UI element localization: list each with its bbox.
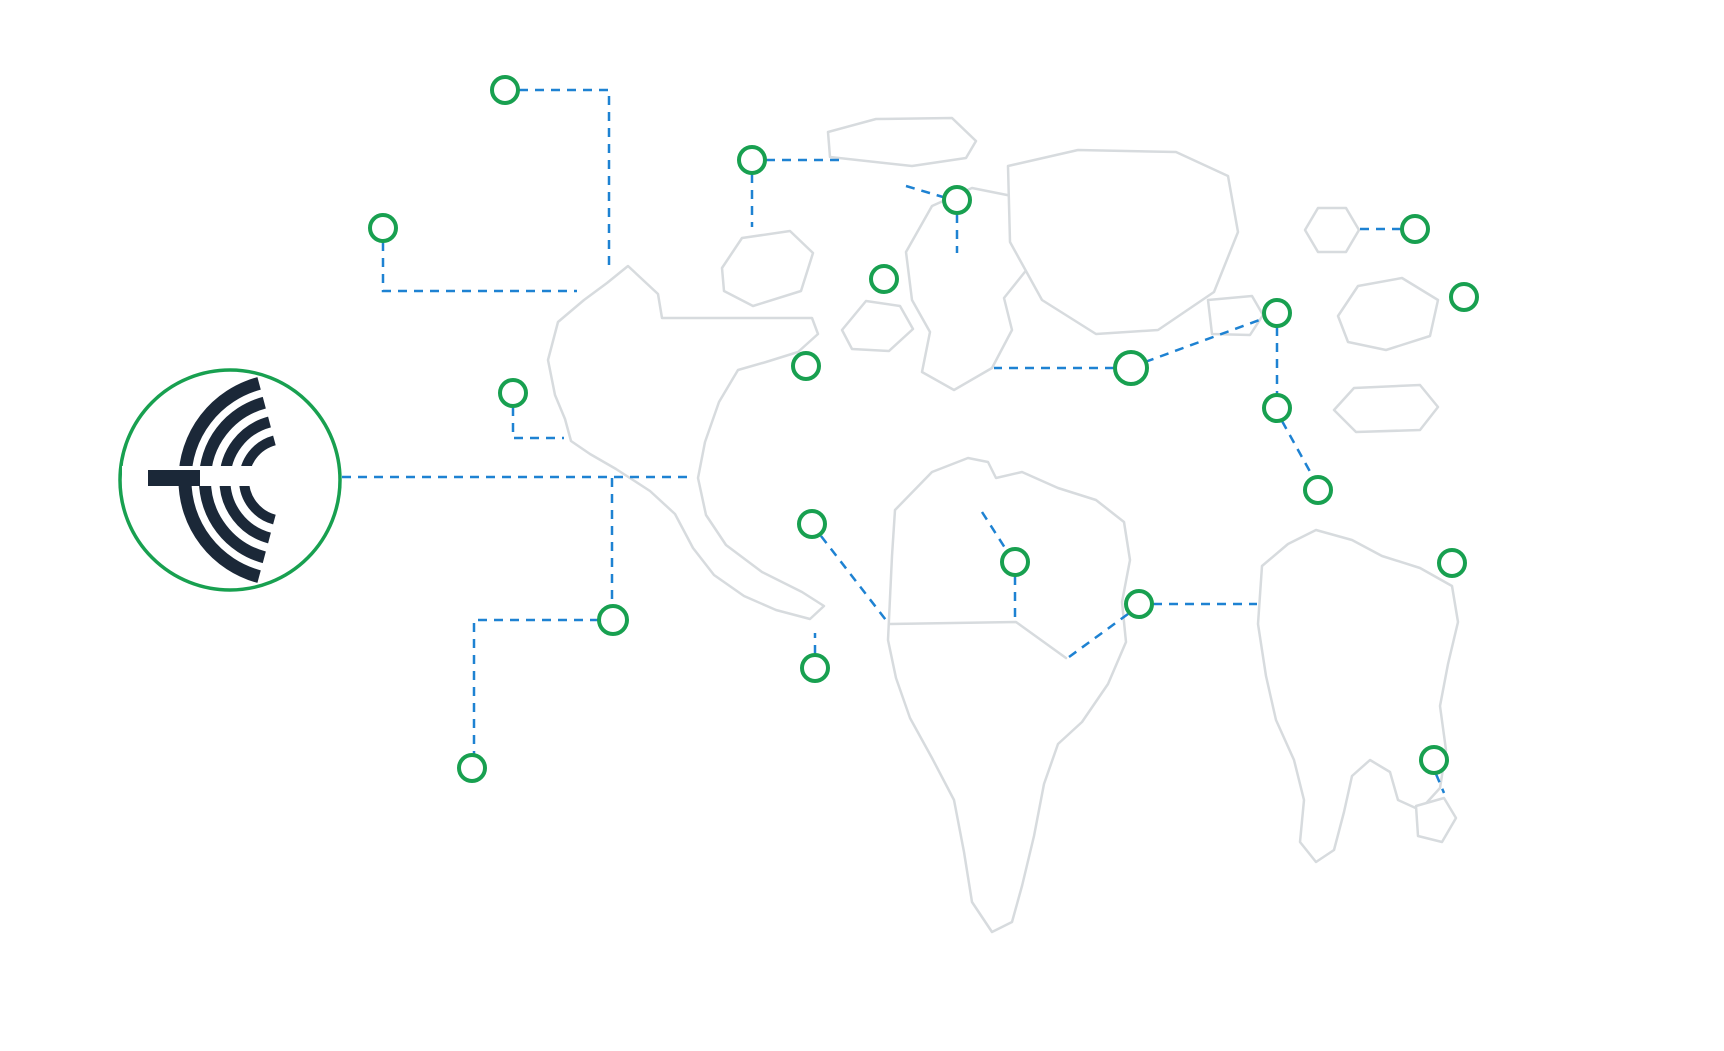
connection-e16	[820, 535, 890, 625]
map-node-n16	[1124, 589, 1154, 619]
map-node-n07	[791, 351, 821, 381]
map-shape-asia-main	[1006, 148, 1240, 336]
map-node-n04	[737, 145, 767, 175]
map-shape-central-continent	[886, 456, 1132, 934]
brand-logo-layer	[118, 368, 342, 592]
map-node-n20	[1437, 548, 1467, 578]
map-node-n05	[942, 185, 972, 215]
map-node-n11	[1449, 282, 1479, 312]
map-shape-greenland	[826, 116, 978, 168]
map-shape-uk-island	[720, 229, 815, 308]
map-node-n12	[1262, 393, 1292, 423]
connection-e03	[472, 618, 599, 754]
map-node-n06	[869, 264, 899, 294]
connection-e12	[1144, 316, 1266, 364]
connection-e17	[980, 511, 1009, 552]
map-shape-europe-main	[904, 186, 1034, 392]
map-node-n18	[800, 653, 830, 683]
connection-e19	[1068, 612, 1129, 659]
connection-e22	[1434, 773, 1446, 794]
map-node-n10	[1400, 214, 1430, 244]
map-shape-hexagon-island	[1303, 206, 1361, 254]
map-shape-east-islands	[1332, 383, 1440, 434]
logo-bar	[148, 470, 200, 486]
map-node-n03	[498, 378, 528, 408]
map-shape-west-europe-small	[840, 299, 915, 353]
connection-e14	[1280, 420, 1315, 478]
map-shape-southeast-continent	[1256, 528, 1460, 864]
swoosh-globe-logo-icon	[122, 377, 276, 583]
map-outlines-layer	[546, 116, 1460, 934]
map-node-n09	[1262, 298, 1292, 328]
connection-e09	[905, 184, 944, 199]
map-shape-north-america	[546, 264, 826, 621]
map-node-n17	[597, 604, 629, 636]
map-node-n01	[490, 75, 520, 105]
map-node-n13	[1303, 475, 1333, 505]
map-shape-northeast-islands	[1336, 276, 1440, 352]
map-shape-south-island	[1414, 796, 1458, 844]
map-node-n08	[1113, 350, 1149, 386]
map-node-n14	[797, 509, 827, 539]
connection-lines-layer	[342, 88, 1446, 794]
map-node-n19	[457, 753, 487, 783]
connection-e04	[519, 88, 611, 271]
map-node-n02	[368, 213, 398, 243]
map-node-n15	[1000, 547, 1030, 577]
map-node-n21	[1419, 745, 1449, 775]
map-border-central-continent-divider	[888, 620, 1068, 660]
map-shape-east-asia-small	[1206, 294, 1265, 337]
network-nodes-layer	[368, 75, 1479, 783]
connection-e05	[381, 242, 577, 293]
connection-e06	[511, 407, 564, 440]
